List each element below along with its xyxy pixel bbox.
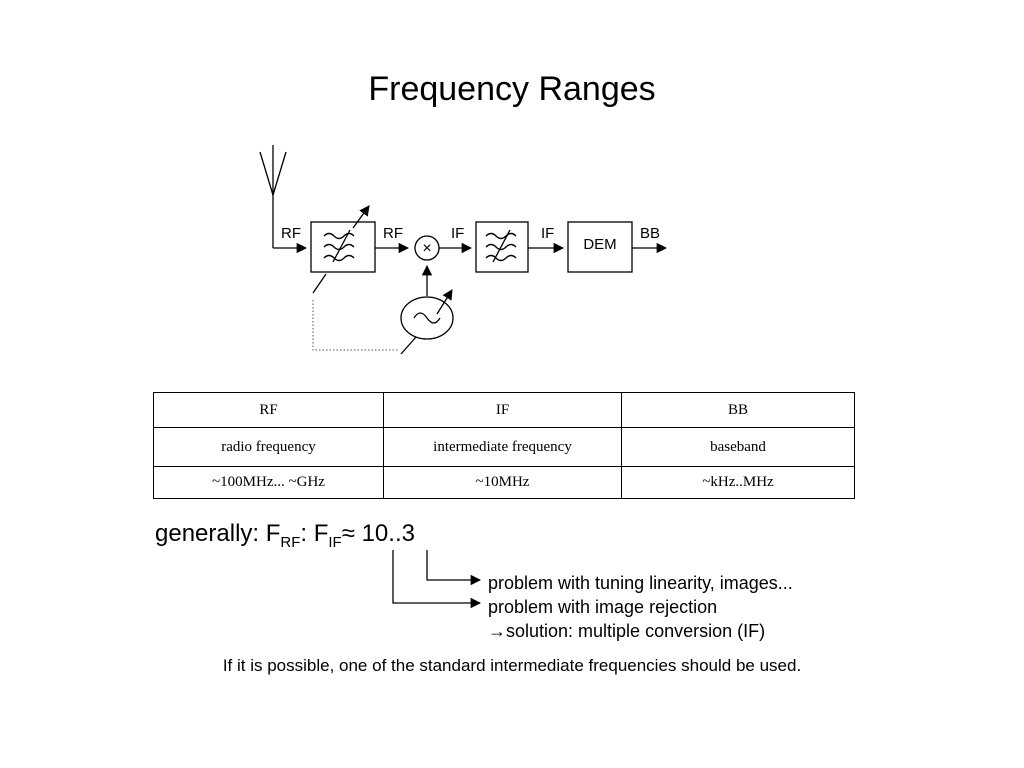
list-item: problem with image rejection [488, 597, 718, 617]
if-filter-block [475, 221, 529, 273]
local-oscillator-icon [400, 289, 454, 355]
page-title: Frequency Ranges [368, 70, 656, 108]
table-cell: RF [153, 392, 384, 428]
tuning-link-line [312, 300, 398, 351]
problems-list: problem with tuning linearity, images...… [488, 571, 793, 643]
frequency-ranges-table: RF IF BB radio frequency intermediate fr… [153, 392, 855, 499]
label-rf-in: RF [281, 225, 301, 242]
table-cell: ~10MHz [383, 466, 622, 499]
label-bb: BB [640, 225, 660, 242]
list-item: problem with tuning linearity, images... [488, 573, 793, 593]
table-row: ~100MHz... ~GHz ~10MHz ~kHz..MHz [153, 466, 855, 499]
mixer-icon: × [414, 235, 440, 261]
table-cell: baseband [621, 427, 855, 467]
table-cell: ~kHz..MHz [621, 466, 855, 499]
table-cell: IF [383, 392, 622, 428]
demodulator-block: DEM [567, 221, 633, 273]
table-cell: radio frequency [153, 427, 384, 467]
label-if-out: IF [541, 225, 554, 242]
table-cell: intermediate frequency [383, 427, 622, 467]
table-row: RF IF BB [153, 392, 855, 428]
svg-text:DEM: DEM [583, 236, 616, 253]
table-cell: BB [621, 392, 855, 428]
label-if-in: IF [451, 225, 464, 242]
antenna-icon [259, 145, 308, 254]
svg-text:×: × [422, 240, 431, 257]
table-row: radio frequency intermediate frequency b… [153, 427, 855, 467]
table-cell: ~100MHz... ~GHz [153, 466, 384, 499]
rf-filter-block [310, 205, 376, 294]
frequency-ratio-text: generally: FRF: FIF≈ 10..3 [155, 520, 415, 551]
list-item: →solution: multiple conversion (IF) [488, 621, 766, 641]
footer-note: If it is possible, one of the standard i… [222, 656, 802, 675]
label-rf-out: RF [383, 225, 403, 242]
